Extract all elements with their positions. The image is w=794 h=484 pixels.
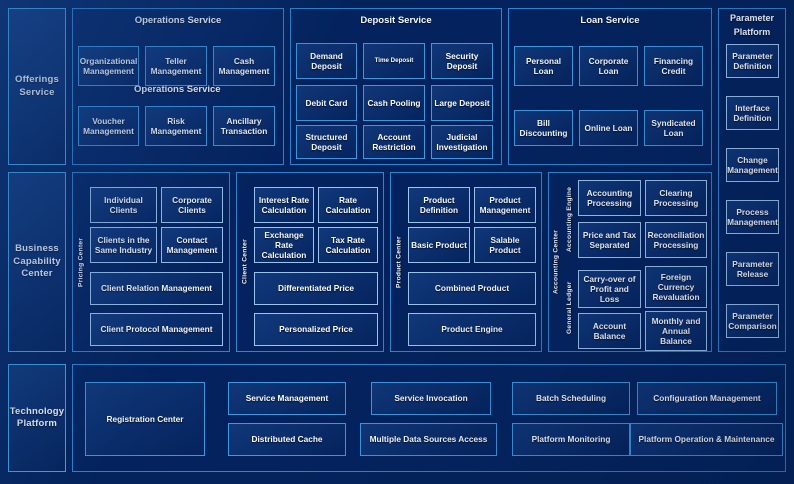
vertical-label-pricing-center: Pricing Center [77, 237, 85, 287]
sidebar-label-technology-platform: Technology Platform [9, 405, 65, 429]
cell-bill-discounting[interactable]: Bill Discounting [514, 110, 573, 146]
sidebar-item-offerings-service[interactable]: Offerings Service [8, 8, 66, 165]
cell-carry-over-of-profit-and-loss[interactable]: Carry-over of Profit and Loss [578, 270, 641, 308]
vertical-label-general-ledger: General Ledger [566, 281, 573, 335]
cell-large-deposit[interactable]: Large Deposit [431, 85, 493, 121]
cell-differentiated-price[interactable]: Differentiated Price [254, 272, 378, 305]
cell-platform-monitoring[interactable]: Platform Monitoring [512, 423, 630, 456]
cell-monthly-and-annual-balance[interactable]: Monthly and Annual Balance [645, 311, 707, 351]
cell-product-engine[interactable]: Product Engine [408, 313, 536, 346]
cell-interface-definition[interactable]: Interface Definition [726, 96, 779, 130]
cell-personal-loan[interactable]: Personal Loan [514, 46, 573, 86]
cell-security-deposit[interactable]: Security Deposit [431, 43, 493, 79]
group-title-deposit-service: Deposit Service [360, 15, 432, 26]
cell-structured-deposit[interactable]: Structured Deposit [296, 125, 357, 159]
cell-change-management[interactable]: Change Management [726, 148, 779, 182]
cell-account-balance[interactable]: Account Balance [578, 313, 641, 349]
cell-product-definition[interactable]: Product Definition [408, 187, 470, 223]
cell-distributed-cache[interactable]: Distributed Cache [228, 423, 346, 456]
group-title-loan-service: Loan Service [580, 15, 640, 26]
cell-organizational-management[interactable]: Organizational Management [78, 46, 139, 86]
cell-contact-management[interactable]: Contact Management [161, 227, 223, 263]
sidebar-item-technology-platform[interactable]: Technology Platform [8, 364, 66, 472]
cell-teller-management[interactable]: Teller Management [145, 46, 207, 86]
cell-judicial-investigation[interactable]: Judicial Investigation [431, 125, 493, 159]
cell-combined-product[interactable]: Combined Product [408, 272, 536, 305]
cell-configuration-management[interactable]: Configuration Management [637, 382, 777, 415]
cell-personalized-price[interactable]: Personalized Price [254, 313, 378, 346]
cell-interest-rate-calculation[interactable]: Interest Rate Calculation [254, 187, 314, 223]
cell-process-management[interactable]: Process Management [726, 200, 779, 234]
cell-financing-credit[interactable]: Financing Credit [644, 46, 703, 86]
cell-syndicated-loan[interactable]: Syndicated Loan [644, 110, 703, 146]
cell-risk-management[interactable]: Risk Management [145, 106, 207, 146]
cell-foreign-currency-revaluation[interactable]: Foreign Currency Revaluation [645, 266, 707, 308]
cell-cash-management[interactable]: Cash Management [213, 46, 275, 86]
group-title-operations-service: Operations Service [134, 15, 222, 26]
cell-reconciliation-processing[interactable]: Reconciliation Processing [645, 222, 707, 258]
overlay-title-operations-service: Operations Service [134, 84, 221, 95]
cell-time-deposit[interactable]: Time Deposit [363, 43, 425, 79]
cell-clients-in-the-same-industry[interactable]: Clients in the Same Industry [90, 227, 157, 263]
cell-tax-rate-calculation[interactable]: Tax Rate Calculation [318, 227, 378, 263]
cell-demand-deposit[interactable]: Demand Deposit [296, 43, 357, 79]
cell-online-loan[interactable]: Online Loan [579, 110, 638, 146]
cell-account-restriction[interactable]: Account Restriction [363, 125, 425, 159]
cell-corporate-loan[interactable]: Corporate Loan [579, 46, 638, 86]
cell-debit-card[interactable]: Debit Card [296, 85, 357, 121]
cell-price-and-tax-separated[interactable]: Price and Tax Separated [578, 222, 641, 258]
parameter-platform-title-text: Parameter Platform [729, 13, 775, 37]
cell-rate-calculation[interactable]: Rate Calculation [318, 187, 378, 223]
cell-service-invocation[interactable]: Service Invocation [371, 382, 491, 415]
sidebar-label-business-capability-center: Business Capability Center [13, 243, 61, 280]
vertical-label-accounting-center: Accounting Center [552, 229, 560, 295]
parameter-platform-title: Parameter Platform [718, 12, 786, 39]
cell-platform-operation-and-maintenance[interactable]: Platform Operation & Maintenance [630, 423, 783, 456]
cell-registration-center[interactable]: Registration Center [85, 382, 205, 456]
cell-exchange-rate-calculation[interactable]: Exchange Rate Calculation [254, 227, 314, 263]
sidebar-item-business-capability-center[interactable]: Business Capability Center [8, 172, 66, 352]
cell-clearing-processing[interactable]: Clearing Processing [645, 180, 707, 216]
cell-client-protocol-management[interactable]: Client Protocol Management [90, 313, 223, 346]
cell-corporate-clients[interactable]: Corporate Clients [161, 187, 223, 223]
cell-individual-clients[interactable]: Individual Clients [90, 187, 157, 223]
cell-service-management[interactable]: Service Management [228, 382, 346, 415]
cell-multiple-data-sources-access[interactable]: Multiple Data Sources Access [360, 423, 497, 456]
cell-client-relation-management[interactable]: Client Relation Management [90, 272, 223, 305]
sidebar-label-offerings-service: Offerings Service [14, 74, 60, 98]
cell-ancillary-transaction[interactable]: Ancillary Transaction [213, 106, 275, 146]
cell-product-management[interactable]: Product Management [474, 187, 536, 223]
cell-parameter-comparison[interactable]: Parameter Comparison [726, 304, 779, 338]
cell-salable-product[interactable]: Salable Product [474, 227, 536, 263]
cell-parameter-definition[interactable]: Parameter Definition [726, 44, 779, 78]
vertical-label-accounting-engine: Accounting Engine [566, 186, 573, 252]
cell-voucher-management[interactable]: Voucher Management [78, 106, 139, 146]
cell-accounting-processing[interactable]: Accounting Processing [578, 180, 641, 216]
vertical-label-client-center: Client Center [241, 239, 249, 285]
cell-cash-pooling[interactable]: Cash Pooling [363, 85, 425, 121]
cell-basic-product[interactable]: Basic Product [408, 227, 470, 263]
cell-batch-scheduling[interactable]: Batch Scheduling [512, 382, 630, 415]
cell-parameter-release[interactable]: Parameter Release [726, 252, 779, 286]
vertical-label-product-center: Product Center [395, 236, 403, 288]
